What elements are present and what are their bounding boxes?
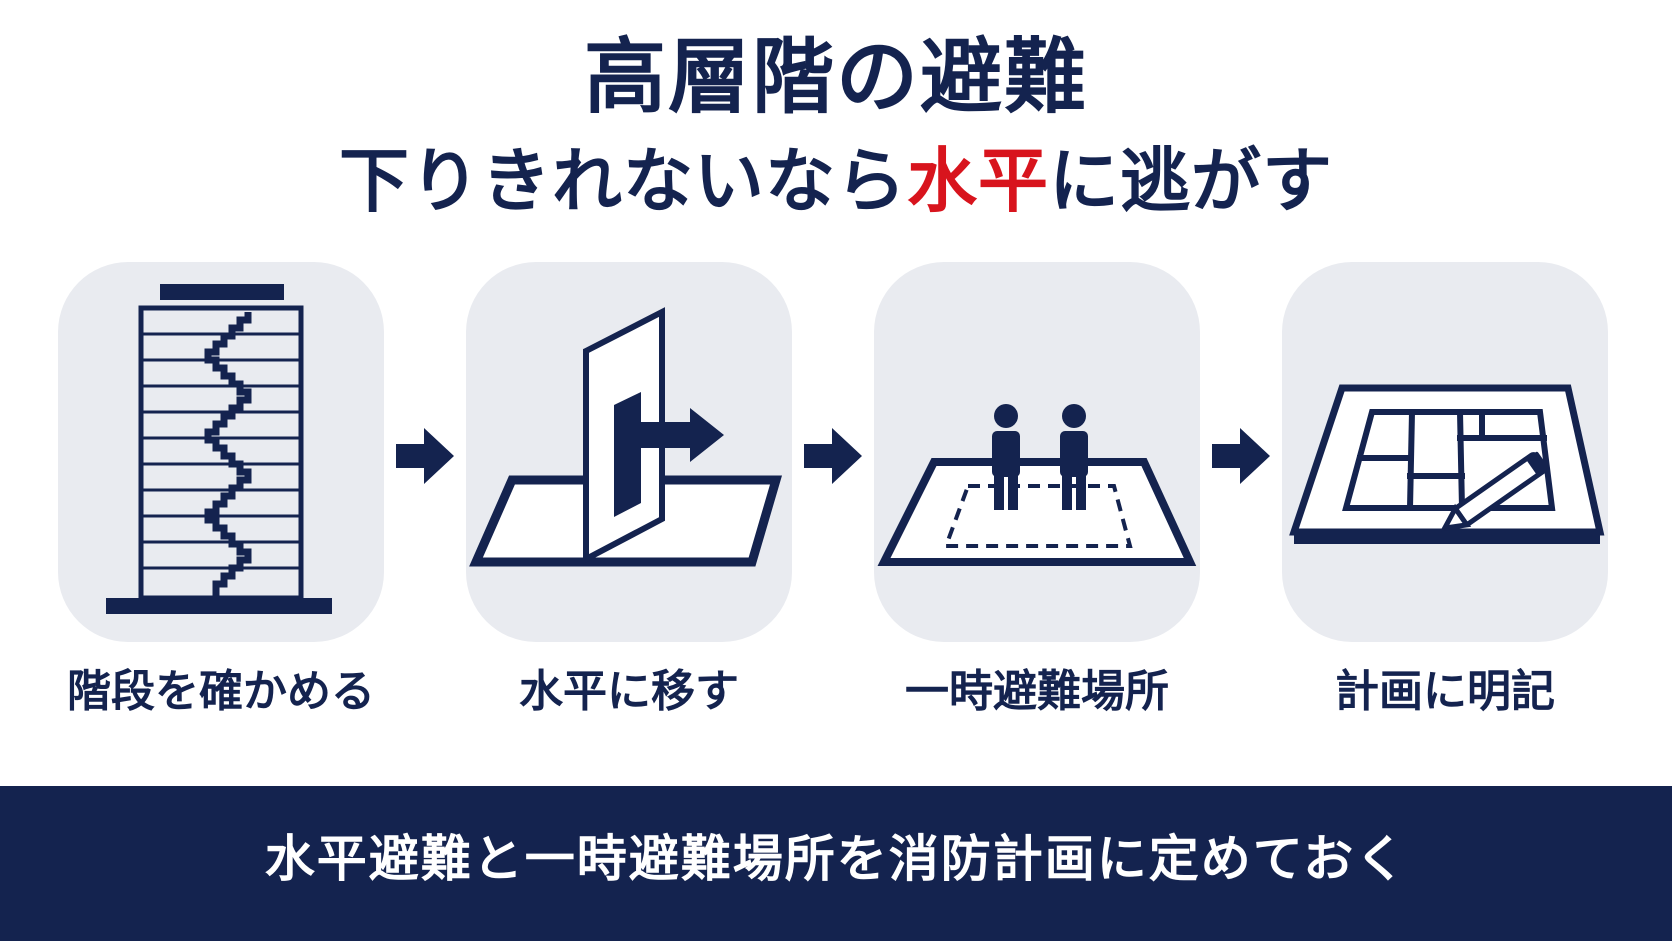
footer-banner: 水平避難と一時避難場所を消防計画に定めておく	[0, 786, 1672, 941]
temporary-refuge-area-icon	[877, 404, 1197, 566]
step-card-check-stairs	[58, 262, 384, 642]
arrow-right-icon	[1212, 428, 1270, 484]
floor-plan-pen-icon	[1289, 384, 1605, 544]
step-label-check-stairs: 階段を確かめる	[67, 666, 375, 717]
stairwell-building-icon	[106, 284, 332, 614]
page-title: 高層階の避難	[583, 30, 1088, 125]
subtitle-accent: 水平	[907, 140, 1049, 222]
subtitle-tail: に逃がす	[1049, 140, 1333, 222]
arrow-right-icon	[396, 428, 454, 484]
arrow-right-icon	[804, 428, 862, 484]
footer-message: 水平避難と一時避難場所を消防計画に定めておく	[264, 830, 1408, 888]
step-label-write-plan: 計画に明記	[1335, 666, 1555, 717]
step-card-move-horizontal	[466, 262, 792, 642]
page-subtitle: 下りきれないなら水平に逃がす	[0, 136, 1672, 226]
subtitle-lead: 下りきれないなら	[339, 140, 907, 222]
step-label-temporary-refuge: 一時避難場所	[905, 666, 1169, 717]
step-card-temporary-refuge	[874, 262, 1200, 642]
step-label-move-horizontal: 水平に移す	[519, 666, 739, 717]
horizontal-door-move-icon	[469, 307, 783, 567]
step-card-write-plan	[1282, 262, 1608, 642]
